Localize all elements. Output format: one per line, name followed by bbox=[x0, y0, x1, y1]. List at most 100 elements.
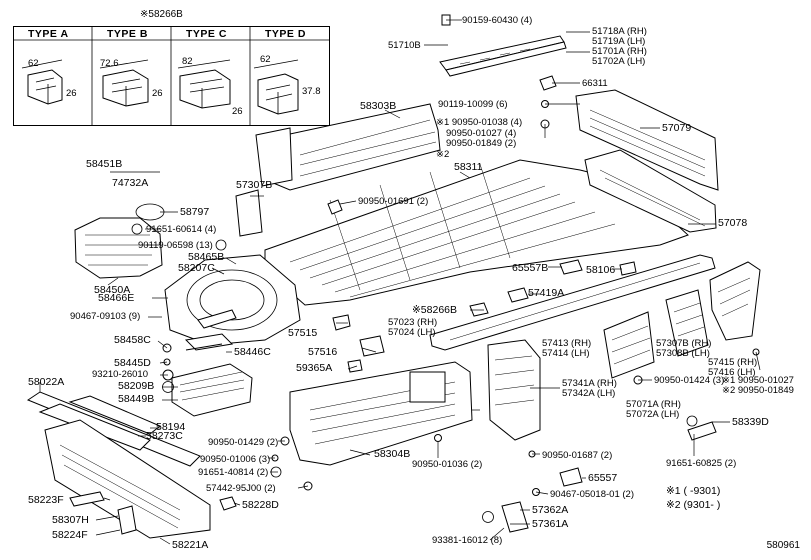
part-label: 58273C bbox=[146, 430, 183, 442]
leader-lines bbox=[39, 19, 761, 545]
part-label: 90119-10099 (6) bbox=[438, 99, 508, 110]
part-label: 58311 bbox=[454, 161, 483, 173]
part-label: 90950-01687 (2) bbox=[542, 450, 613, 461]
part-label: ※1 90950-01027 bbox=[722, 375, 794, 386]
part-label: 58451B bbox=[86, 158, 123, 170]
type-c-bracket bbox=[177, 59, 231, 109]
part-label: ※58266B bbox=[412, 304, 457, 316]
type-b-dim-width: 72.6 bbox=[100, 58, 119, 69]
part-label: 90950-01006 (3) bbox=[200, 454, 271, 465]
part-label: 57515 bbox=[288, 327, 318, 339]
type-a-dim-width: 62 bbox=[28, 58, 39, 69]
type-c-label: TYPE C bbox=[186, 28, 227, 40]
type-b-dim-height: 26 bbox=[152, 88, 163, 99]
rocker-57071a bbox=[289, 361, 473, 466]
part-label: 57307B (RH) bbox=[656, 338, 712, 349]
part-label: 58209B bbox=[118, 380, 155, 392]
legend-note-1: ※1 ( -9301) bbox=[666, 485, 721, 497]
part-label: 57415 (RH) bbox=[708, 357, 758, 368]
part-label: 90467-05018-01 (2) bbox=[550, 489, 634, 500]
type-d-dim-width: 62 bbox=[260, 54, 271, 65]
type-c-dim-width: 82 bbox=[182, 56, 193, 67]
part-label: 90950-01429 (2) bbox=[208, 437, 279, 448]
illustration-code: 580961 bbox=[766, 540, 800, 551]
lower-panel-58221a bbox=[44, 419, 211, 539]
part-label: 93210-26010 bbox=[92, 369, 148, 380]
rear-panel-57079 bbox=[575, 89, 719, 191]
part-label: 74732A bbox=[112, 177, 149, 189]
part-label: 58194 bbox=[156, 421, 186, 433]
part-label: 90950-01691 (2) bbox=[358, 196, 429, 207]
part-label: 58450A bbox=[94, 284, 131, 296]
frame-58022a bbox=[26, 391, 201, 467]
part-label: 58465B bbox=[188, 251, 225, 263]
part-label: 51710B bbox=[388, 40, 421, 51]
part-label: 51701A (RH) bbox=[592, 46, 647, 57]
part-label: 58449B bbox=[118, 393, 155, 405]
pad-58209b bbox=[171, 363, 253, 417]
wheel-tub-58465b bbox=[164, 254, 301, 346]
part-label: 51719A (LH) bbox=[592, 36, 646, 47]
type-reference: ※58266B bbox=[140, 9, 183, 20]
type-c-dim-height: 26 bbox=[232, 106, 243, 117]
part-label: 58307H bbox=[52, 514, 89, 526]
part-label: 51702A (LH) bbox=[592, 56, 646, 67]
part-label: 58304B bbox=[374, 448, 411, 460]
part-label: 58446C bbox=[234, 346, 271, 358]
part-label: 57361A bbox=[532, 518, 569, 530]
part-label: 58224F bbox=[52, 529, 88, 541]
part-label: 57078 bbox=[718, 217, 748, 229]
part-label: 57072A (LH) bbox=[626, 409, 680, 420]
part-label: 58228D bbox=[242, 499, 279, 511]
part-label: 57342A (LH) bbox=[562, 388, 616, 399]
part-label: 58106 bbox=[586, 264, 616, 276]
part-label: 58223F bbox=[28, 494, 64, 506]
rail-51701a bbox=[439, 35, 567, 77]
part-label: 65557B bbox=[512, 262, 549, 274]
part-label: 58221A bbox=[172, 539, 209, 551]
part-label: 90467-09103 (9) bbox=[70, 311, 141, 322]
part-label: 58445D bbox=[114, 357, 151, 369]
part-label: 93381-16012 (8) bbox=[432, 535, 503, 546]
part-label: 90950-01424 (3) bbox=[654, 375, 725, 386]
part-label: ※1 90950-01038 (4) bbox=[436, 117, 523, 128]
type-d-bracket bbox=[253, 59, 299, 115]
part-label: 58022A bbox=[28, 376, 65, 388]
part-label: 58458C bbox=[114, 334, 151, 346]
part-label: 59365A bbox=[296, 362, 333, 374]
part-label: 51718A (RH) bbox=[592, 26, 647, 37]
part-label: 65557 bbox=[588, 472, 618, 484]
circle-markers bbox=[131, 223, 698, 523]
part-label: ※2 bbox=[436, 149, 450, 160]
part-label: 57079 bbox=[662, 122, 692, 134]
part-label: 57308B (LH) bbox=[656, 348, 710, 359]
part-label: 57516 bbox=[308, 346, 338, 358]
floor-panel-58311 bbox=[264, 159, 689, 306]
part-label: 57023 (RH) bbox=[388, 317, 438, 328]
part-label: 58339D bbox=[732, 416, 769, 428]
type-a-dim-height: 26 bbox=[66, 88, 77, 99]
part-label: 66311 bbox=[582, 78, 608, 89]
type-b-bracket bbox=[99, 59, 149, 107]
part-label: 90159-60430 (4) bbox=[462, 15, 533, 26]
part-label: 57419A bbox=[528, 287, 565, 299]
part-label: 57416 (LH) bbox=[708, 367, 756, 378]
part-label: ※2 90950-01849 bbox=[722, 385, 794, 396]
tunnel-58303b bbox=[255, 103, 441, 191]
part-label: 57307B bbox=[236, 179, 273, 191]
side-member-57341a bbox=[487, 339, 541, 441]
part-label: 57414 (LH) bbox=[542, 348, 590, 359]
part-label: 91651-60614 (4) bbox=[146, 224, 217, 235]
part-label: 57341A (RH) bbox=[562, 378, 617, 389]
part-label: 90119-06598 (13) bbox=[138, 240, 213, 251]
part-label: 90950-01027 (4) bbox=[446, 128, 517, 139]
part-label: 91651-60825 (2) bbox=[666, 458, 737, 469]
part-label: 58207C bbox=[178, 262, 215, 274]
part-label: 91651-40814 (2) bbox=[198, 467, 269, 478]
part-label: 57362A bbox=[532, 504, 569, 516]
part-label: 57071A (RH) bbox=[626, 399, 681, 410]
part-label: 57024 (LH) bbox=[388, 327, 436, 338]
type-a-label: TYPE A bbox=[28, 28, 69, 40]
